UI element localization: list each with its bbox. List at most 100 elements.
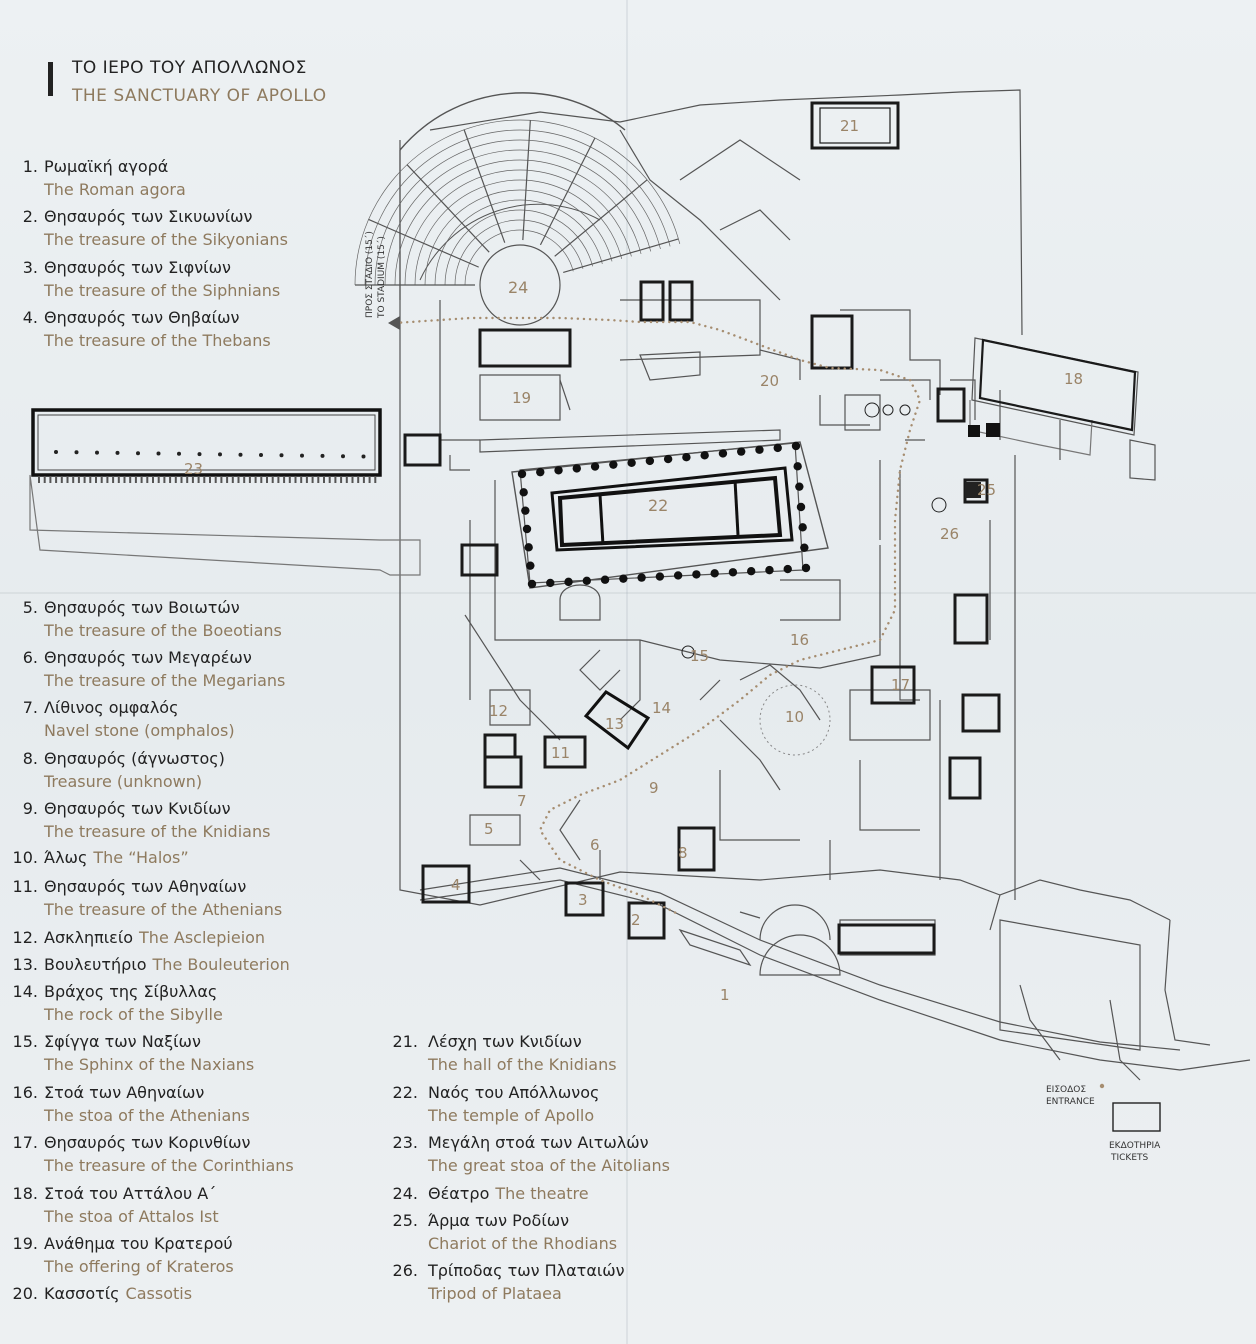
stoa-step — [305, 476, 308, 483]
stoa-step — [174, 476, 177, 483]
legend-english: The treasure of the Athenians — [44, 900, 283, 919]
theatre-row — [424, 189, 613, 286]
temple-column — [536, 467, 545, 477]
legend-english: The Asclepieion — [139, 928, 266, 947]
legend-num: 1. — [22, 157, 38, 176]
legend-english: The stoa of the Athenians — [44, 1106, 250, 1125]
stoa-step — [288, 476, 291, 483]
stoa-step — [209, 476, 211, 483]
legend-num: 8. — [22, 749, 38, 768]
stoa-step — [123, 476, 126, 483]
map-label-4: 4 — [451, 876, 461, 894]
temple-column — [609, 460, 618, 469]
stoa-column — [279, 453, 284, 458]
legend-greek: Μεγάλη στοά των Αιτωλών — [428, 1133, 649, 1152]
map-label-18: 18 — [1064, 370, 1083, 388]
legend-greek: Θησαυρός των Θηβαίων — [44, 308, 240, 327]
stoa-column — [197, 452, 202, 457]
temple-column — [700, 451, 709, 460]
temple-column — [796, 502, 806, 512]
temple-column — [645, 456, 655, 466]
map-label-14: 14 — [652, 699, 671, 717]
stoa-step — [345, 476, 348, 483]
theatre-stair — [463, 129, 506, 243]
ticket-office-box — [1112, 1102, 1161, 1132]
legend-english: The “Halos” — [93, 848, 189, 867]
entrance-english: ENTRANCE — [1046, 1097, 1095, 1107]
legend-num: 15. — [12, 1032, 38, 1051]
stoa-step — [248, 476, 251, 483]
temple-column — [801, 563, 811, 573]
legend-num: 21. — [392, 1032, 418, 1051]
map-label-5: 5 — [484, 820, 494, 838]
stoa-step — [180, 476, 183, 483]
tickets-greek: ΕΚΔΟΤΗΡΙΑ — [1109, 1141, 1161, 1151]
page-title-greek: ΤΟ ΙΕΡΟ ΤΟΥ ΑΠΟΛΛΩΝΟΣ — [72, 58, 307, 78]
temple-column — [521, 506, 530, 515]
temple-column — [783, 564, 792, 574]
stoa-step — [214, 476, 217, 483]
legend-english: The Bouleuterion — [152, 955, 290, 974]
stoa-column — [218, 452, 222, 457]
stoa-step — [89, 476, 92, 483]
stoa-step — [277, 476, 280, 483]
legend-num: 3. — [22, 258, 38, 277]
temple-column — [773, 443, 782, 453]
map-label-17: 17 — [891, 676, 910, 694]
theatre-stair — [563, 238, 679, 274]
legend-num: 6. — [22, 648, 38, 667]
legend-num: 16. — [12, 1083, 38, 1102]
stoa-step — [271, 476, 274, 483]
stoa-step — [283, 476, 286, 483]
stoa-column — [341, 454, 345, 459]
theatre-row — [404, 169, 632, 286]
legend-english: The treasure of the Knidians — [44, 822, 271, 841]
temple-column — [590, 462, 600, 471]
stoa-step — [266, 476, 268, 483]
theatre-row — [434, 199, 603, 286]
map-label-20: 20 — [760, 372, 779, 390]
temple-column — [517, 469, 527, 479]
legend-greek: Κασσοτίς — [44, 1284, 120, 1303]
legend-num: 24. — [392, 1184, 418, 1203]
stoa-step — [231, 476, 234, 483]
map-label-24: 24 — [508, 278, 528, 297]
stoa-step — [157, 476, 160, 483]
stoa-step — [340, 476, 343, 483]
stoa-step — [60, 476, 63, 483]
entrance-greek: ΕΙΣΟΔΟΣ — [1046, 1085, 1086, 1095]
legend-english: The offering of Krateros — [44, 1257, 234, 1276]
map-label-21: 21 — [840, 117, 859, 135]
stoa-step — [152, 476, 154, 483]
temple-column — [765, 565, 774, 575]
temple-column — [554, 466, 563, 475]
stoa-step — [362, 476, 365, 483]
legend-num: 10. — [12, 848, 38, 867]
stoa-step — [351, 476, 354, 483]
map-label-1: 1 — [720, 986, 730, 1004]
stadium-english: TO STADIUM (15΄) — [376, 236, 387, 319]
theatre-stair — [406, 164, 490, 253]
legend-greek: Τρίποδας των Πλαταιών — [428, 1261, 625, 1280]
temple-column — [795, 482, 804, 491]
legend-num: 4. — [22, 308, 38, 327]
stoa-step — [106, 476, 109, 483]
legend-english: The Roman agora — [44, 180, 186, 199]
temple-column — [637, 573, 646, 582]
stoa-step — [317, 476, 320, 483]
legend-num: 11. — [12, 877, 38, 896]
legend-english: Chariot of the Rhodians — [428, 1234, 618, 1253]
temple-column — [627, 458, 636, 467]
map-label-15: 15 — [690, 647, 709, 665]
stoa-column — [74, 450, 79, 455]
legend-num: 14. — [12, 982, 38, 1001]
temple-column — [526, 561, 535, 570]
theatre-stair — [554, 179, 648, 257]
legend-greek: Θησαυρός των Σικυωνίων — [44, 207, 253, 226]
temple-column — [582, 576, 591, 585]
temple-column — [600, 575, 610, 584]
legend-greek: Ανάθημα του Κρατερού — [44, 1234, 233, 1253]
